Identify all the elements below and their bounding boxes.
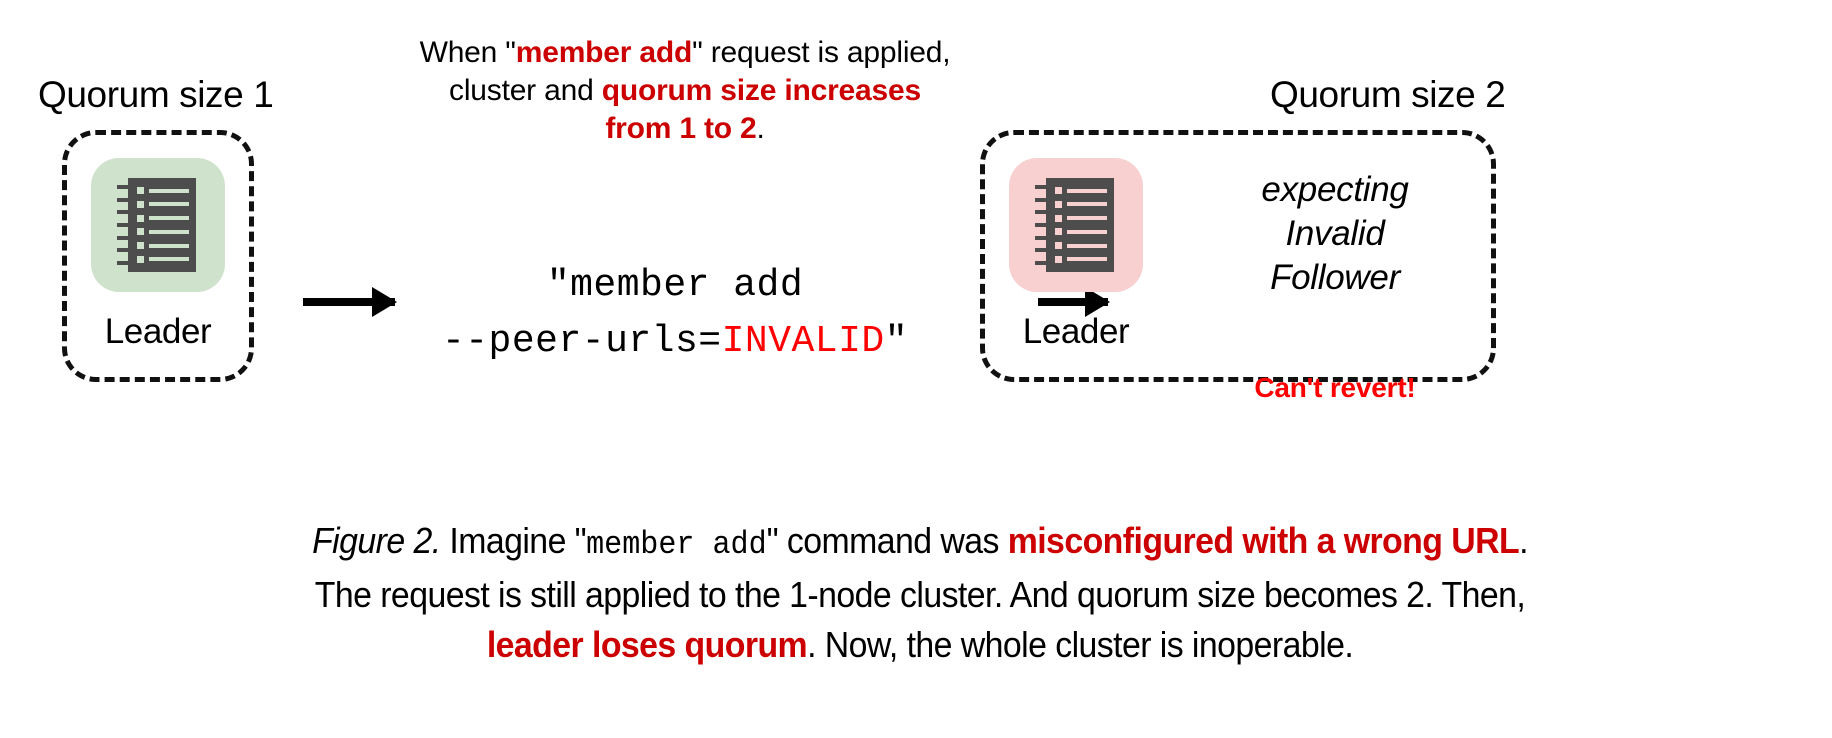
node-right-leader: Leader bbox=[1009, 158, 1143, 352]
caption-text: . Now, the whole cluster is inoperable. bbox=[807, 624, 1354, 665]
arrow-right-icon-1 bbox=[303, 287, 397, 317]
caption-text: . bbox=[1519, 520, 1528, 561]
figure-number: Figure 2. bbox=[312, 520, 441, 561]
top-note-line1: When "member add" request is applied, bbox=[420, 36, 951, 69]
cluster-title-right: Quorum size 2 bbox=[1270, 74, 1506, 115]
ledger-rings bbox=[1035, 185, 1048, 265]
top-note-highlight-from-1-to-2: from 1 to 2 bbox=[605, 112, 757, 145]
ledger-rings bbox=[117, 185, 130, 265]
follower-note-line3: Follower bbox=[1270, 258, 1400, 297]
top-note-text: When " bbox=[419, 36, 516, 69]
caption-mono-member-add: member add bbox=[586, 526, 767, 563]
top-note-line3: from 1 to 2. bbox=[605, 112, 765, 145]
node-left-leader: Leader bbox=[91, 158, 225, 352]
caption-line-3: leader loses quorum. Now, the whole clus… bbox=[486, 624, 1354, 665]
ledger-rows bbox=[137, 187, 191, 263]
caption-line-2: The request is still applied to the 1-no… bbox=[314, 574, 1526, 615]
top-note-highlight-quorum-increase: quorum size increases bbox=[601, 74, 921, 107]
caption-text: " command was bbox=[766, 520, 1008, 561]
server-ledger-icon bbox=[1035, 178, 1114, 272]
arrow-right-icon-2 bbox=[1038, 287, 1110, 317]
command-text: "member add --peer-urls=INVALID" bbox=[420, 258, 930, 370]
top-note-text: . bbox=[756, 112, 765, 145]
top-note-line2: cluster and quorum size increases bbox=[449, 74, 921, 107]
caption-line-1: Figure 2. Imagine "member add" command w… bbox=[312, 520, 1528, 563]
ledger-rows bbox=[1055, 187, 1109, 263]
node-tile-green bbox=[91, 158, 225, 299]
command-close-quote: " bbox=[884, 320, 909, 363]
node-label-right: Leader bbox=[1022, 312, 1130, 351]
node-label-left: Leader bbox=[104, 312, 212, 351]
follower-note-line1: expecting bbox=[1261, 170, 1409, 209]
command-line-2: --peer-urls=INVALID" bbox=[420, 314, 930, 370]
command-invalid-value: INVALID bbox=[721, 320, 885, 363]
cluster-box-right bbox=[980, 130, 1496, 382]
caption-text: Imagine " bbox=[440, 520, 587, 561]
cluster-box-left bbox=[62, 130, 254, 382]
follower-note-line2: Invalid bbox=[1285, 214, 1385, 253]
top-note-text: cluster and bbox=[449, 74, 602, 107]
top-note-highlight-member-add: member add bbox=[515, 36, 693, 69]
node-tile-pink bbox=[1009, 158, 1143, 299]
top-note-text: " request is applied, bbox=[692, 36, 951, 69]
cluster-title-left: Quorum size 1 bbox=[38, 74, 274, 115]
cant-revert-warning: Can't revert! bbox=[1254, 372, 1416, 403]
command-line-1: "member add bbox=[546, 264, 804, 307]
caption-highlight-misconfigured: misconfigured with a wrong URL bbox=[1007, 520, 1520, 561]
caption-highlight-leader-loses-quorum: leader loses quorum bbox=[486, 624, 808, 665]
figure-caption: Figure 2. Imagine "member add" command w… bbox=[93, 516, 1747, 670]
server-ledger-icon bbox=[117, 178, 196, 272]
follower-status-note: expecting Invalid Follower bbox=[1190, 168, 1480, 300]
top-explanation-note: When "member add" request is applied, cl… bbox=[380, 34, 990, 148]
command-flag: --peer-urls= bbox=[441, 320, 722, 363]
